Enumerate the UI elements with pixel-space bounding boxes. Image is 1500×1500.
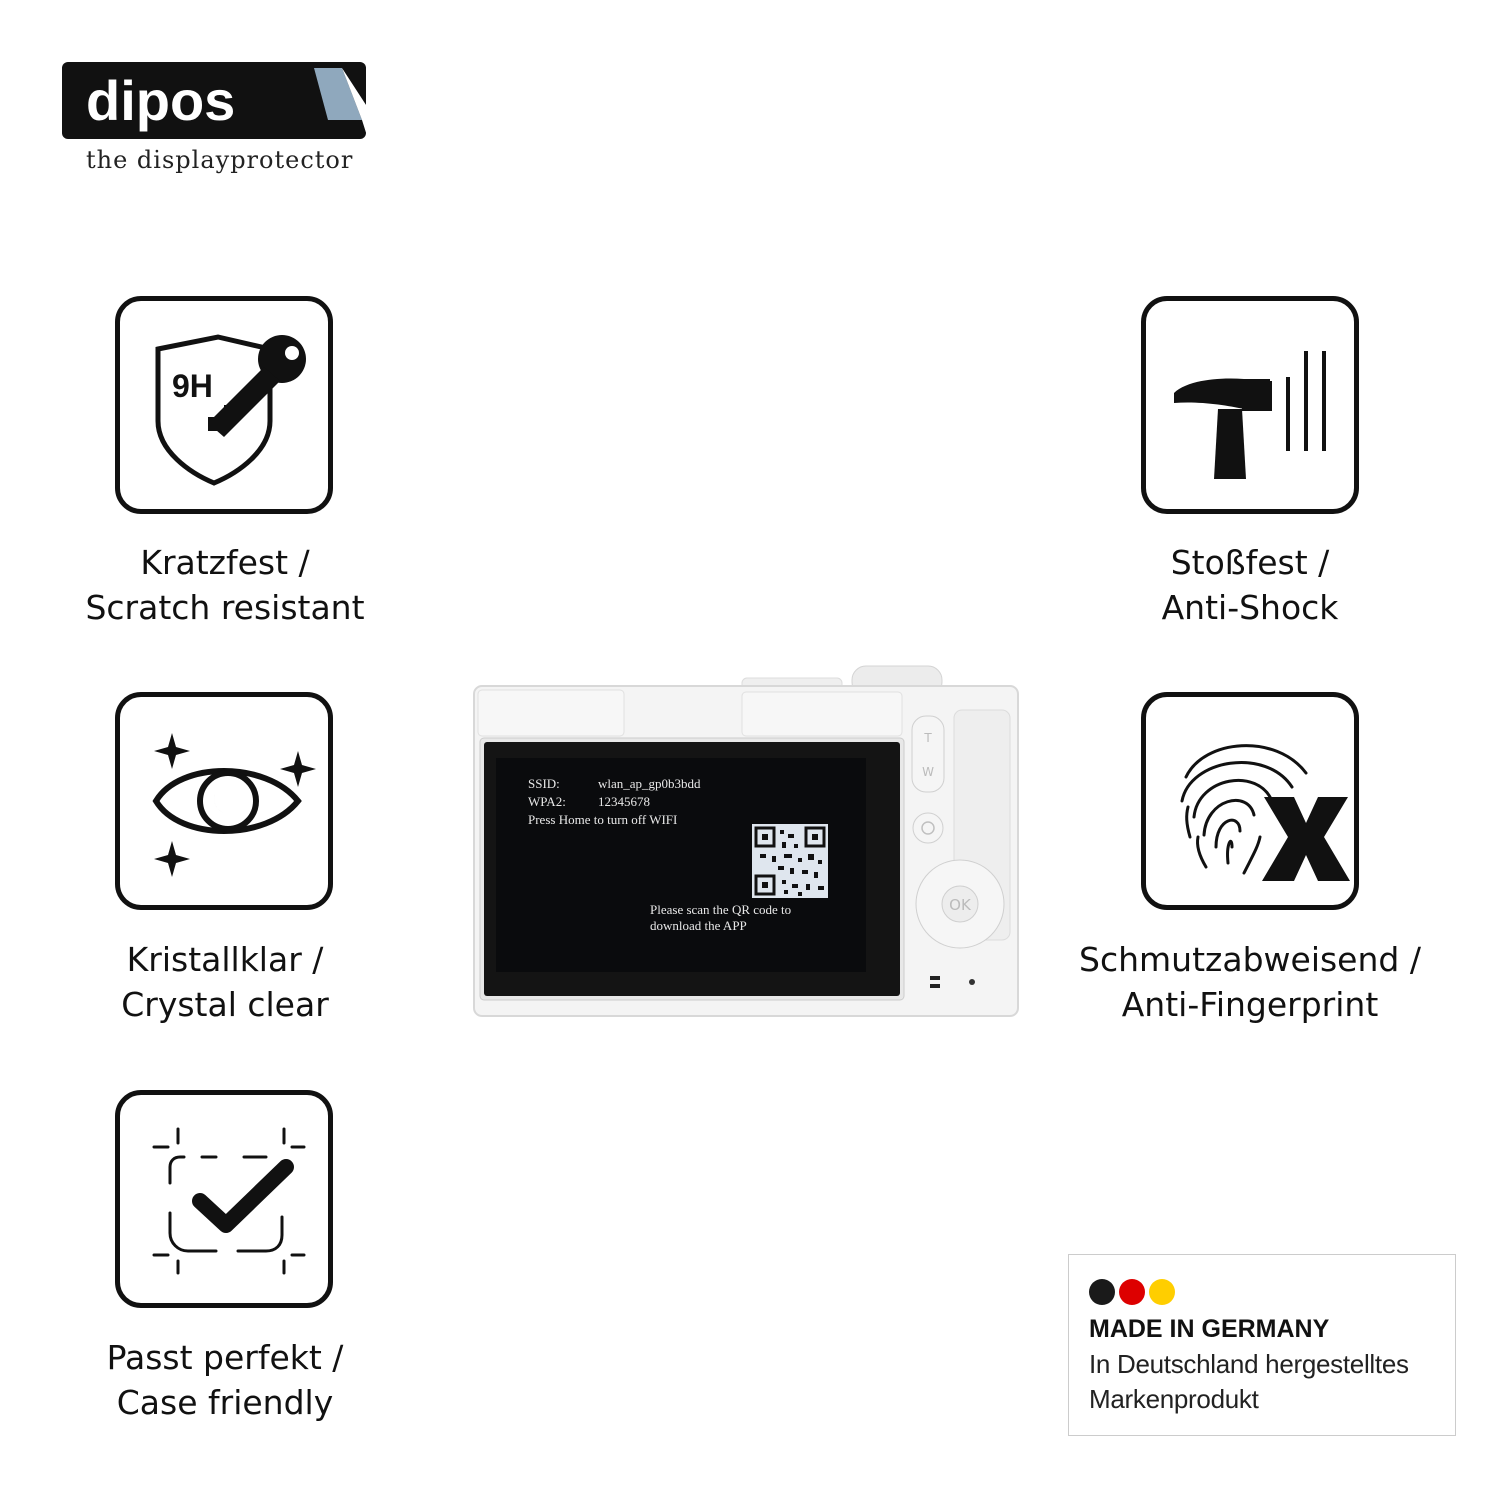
shield-9h-key-icon: 9H <box>155 334 306 486</box>
screen-wpa-label: WPA2: <box>528 794 566 809</box>
feature-label-fingerprint: Schmutzabweisend / Anti-Fingerprint <box>1079 940 1421 1024</box>
screen-ssid-value: wlan_ap_gp0b3bdd <box>598 776 701 791</box>
feature-label-crystal: Kristallklar / Crystal clear <box>121 940 329 1024</box>
screen-home-hint: Press Home to turn off WIFI <box>528 812 677 827</box>
flag-dot-gold <box>1149 1279 1175 1305</box>
hammer-impact-icon <box>1174 351 1326 479</box>
logo-wordmark: dipos <box>86 69 236 132</box>
scratch-resistant-tile: 9H <box>115 296 333 514</box>
screen-ssid-label: SSID: <box>528 776 560 791</box>
frame-checkmark-icon <box>152 1127 306 1275</box>
fingerprint-x-icon <box>1180 744 1350 881</box>
zoom-t-label: T <box>923 731 932 745</box>
flag-dot-black <box>1089 1279 1115 1305</box>
anti-fingerprint-tile <box>1141 692 1359 910</box>
feature-label-fit: Passt perfekt / Case friendly <box>106 1338 344 1422</box>
camera-illustration: SSID: wlan_ap_gp0b3bdd WPA2: 12345678 Pr… <box>473 665 1019 1017</box>
eye-sparkle-icon <box>152 733 316 877</box>
logo-fold-icon <box>314 68 368 139</box>
ok-button <box>941 885 979 923</box>
brand-logo: dipos the displayprotector <box>62 62 368 180</box>
power-button <box>912 812 944 844</box>
power-icon <box>921 821 935 835</box>
ok-label: OK <box>949 896 972 914</box>
feature-label-scratch: Kratzfest / Scratch resistant <box>85 543 365 627</box>
flag-dot-red <box>1119 1279 1145 1305</box>
germany-title: MADE IN GERMANY <box>1089 1315 1330 1343</box>
screen-wpa-value: 12345678 <box>598 794 650 809</box>
anti-shock-tile <box>1141 296 1359 514</box>
made-in-germany-badge: MADE IN GERMANY In Deutschland hergestel… <box>1068 1254 1456 1436</box>
shield-badge-text: 9H <box>172 368 213 404</box>
germany-subtitle-line2: Markenprodukt <box>1089 1384 1259 1414</box>
logo-tagline: the displayprotector <box>86 146 354 174</box>
zoom-rocker <box>911 715 945 793</box>
screen-scan-line1: Please scan the QR code to <box>650 902 791 917</box>
screen-scan-line2: download the APP <box>650 918 747 933</box>
germany-subtitle-line1: In Deutschland hergestelltes <box>1089 1349 1409 1379</box>
feature-label-shock: Stoßfest / Anti-Shock <box>1161 543 1339 627</box>
logo-background <box>62 62 366 139</box>
case-friendly-tile <box>115 1090 333 1308</box>
crystal-clear-tile <box>115 692 333 910</box>
qr-code-icon <box>752 824 828 898</box>
zoom-w-label: W <box>922 765 934 779</box>
